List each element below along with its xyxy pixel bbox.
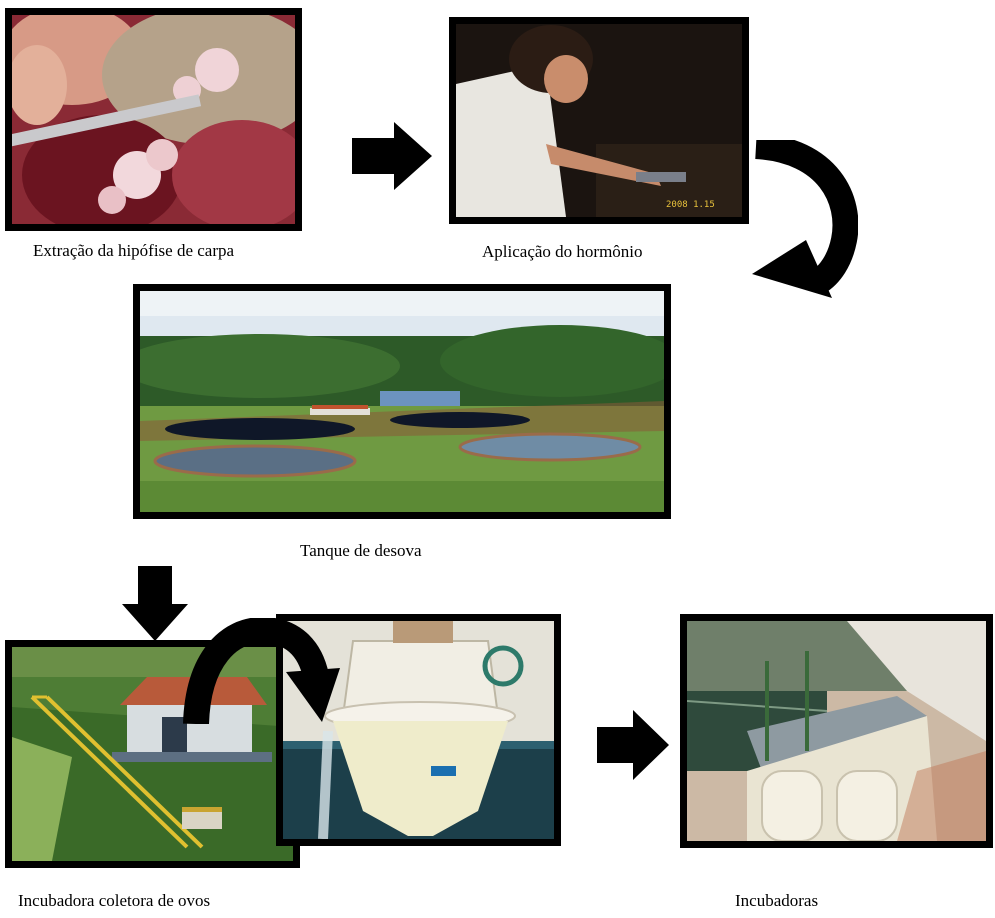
- egg-collector-incubator-image: [283, 621, 554, 839]
- curved-arrow-over-icon: [183, 618, 340, 724]
- egg-collector-building-image: [12, 647, 293, 861]
- photo-egg-collector-building: [5, 640, 300, 868]
- photo-pituitary-extraction: [5, 8, 302, 231]
- arrow-down-icon: [122, 566, 188, 641]
- spawning-tank-image: [140, 291, 664, 512]
- photo-egg-collector-incubator: [276, 614, 561, 846]
- curved-arrow-down-left-icon: [752, 140, 858, 298]
- caption-egg-collector-incubator: Incubadora coletora de ovos: [18, 891, 211, 910]
- caption-incubators: Incubadoras: [735, 891, 819, 910]
- caption-hormone-application: Aplicação do hormônio: [482, 242, 643, 261]
- caption-pituitary-extraction: Extração da hipófise de carpa: [33, 241, 235, 260]
- arrow-right-icon: [597, 710, 669, 780]
- caption-spawning-tank: Tanque de desova: [300, 541, 422, 560]
- photo-incubators: [680, 614, 993, 848]
- photo-spawning-tank: [133, 284, 671, 519]
- date-stamp: 2008 1.15: [666, 200, 715, 210]
- hormone-application-image: 2008 1.15: [456, 24, 742, 217]
- arrow-right-icon: [352, 122, 432, 190]
- pituitary-extraction-image: [12, 15, 295, 224]
- photo-hormone-application: 2008 1.15: [449, 17, 749, 224]
- incubators-image: [687, 621, 986, 841]
